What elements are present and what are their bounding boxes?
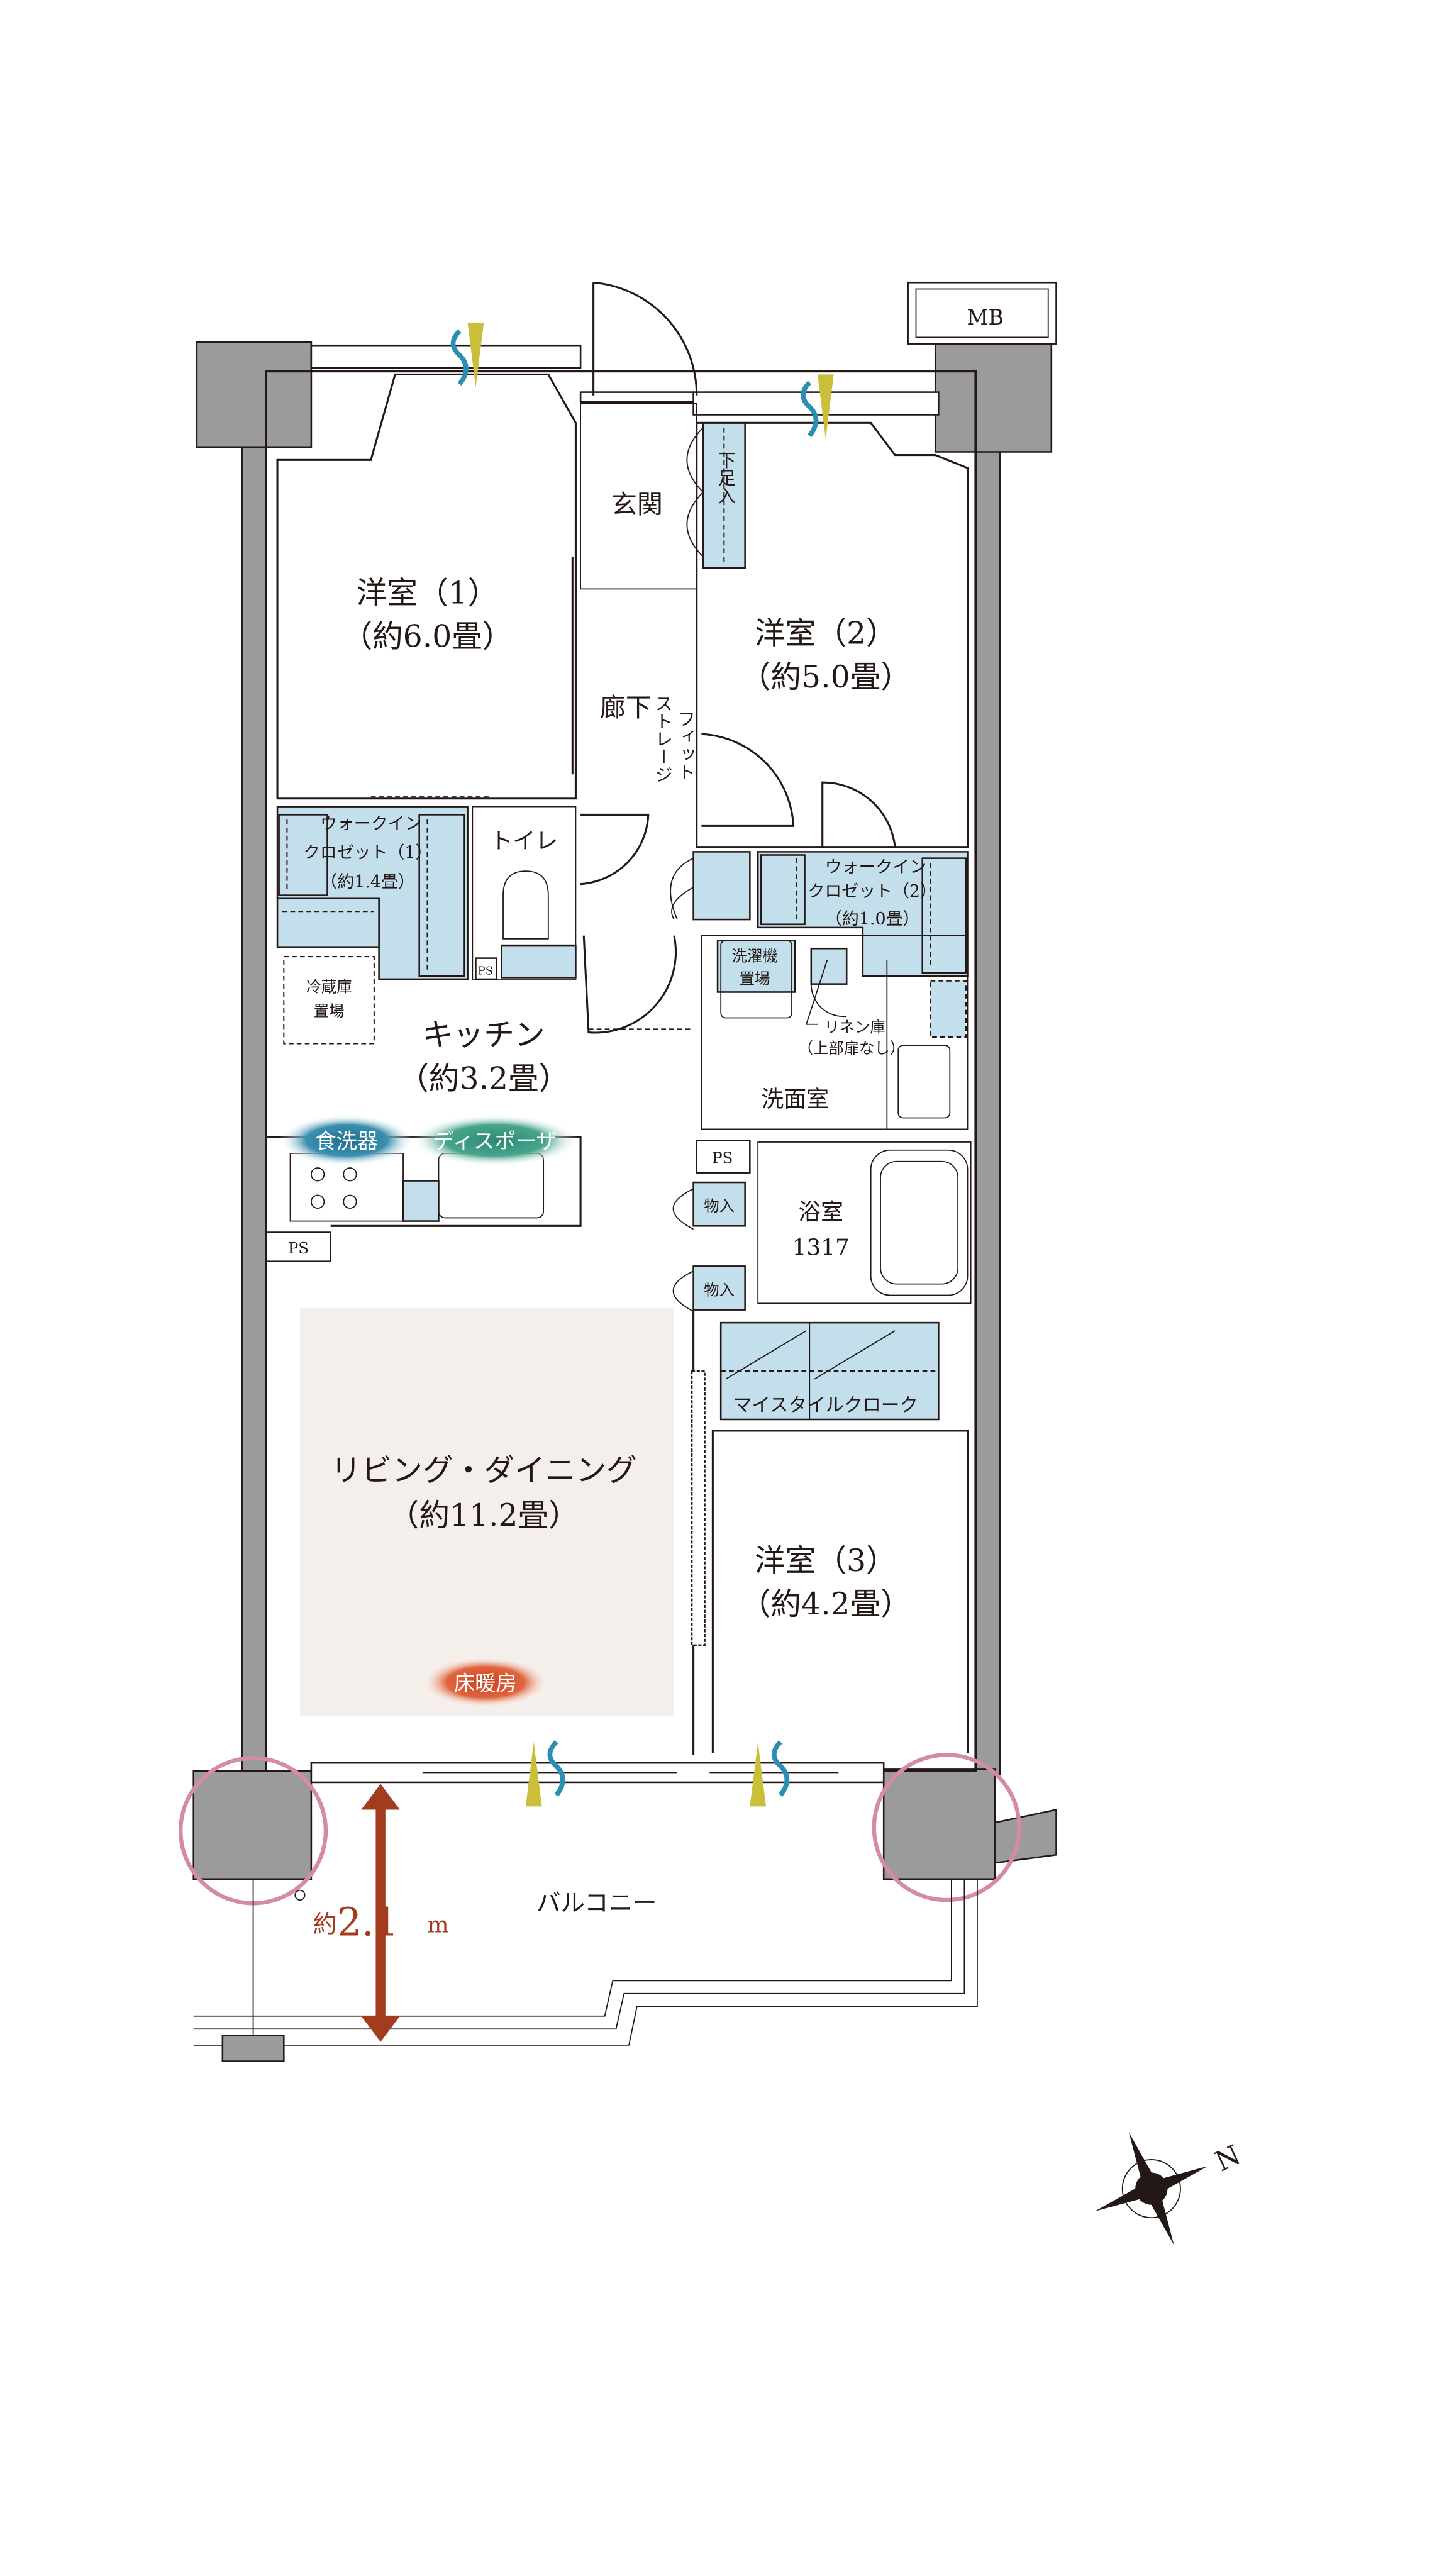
depth-value: 2.1 <box>337 1900 399 1945</box>
room-2-name: 洋室（2） <box>755 616 897 652</box>
floor-heating-badge <box>421 1656 550 1708</box>
fit-storage-line1: フィット <box>675 710 696 781</box>
balcony-label: バルコニー <box>536 1889 657 1918</box>
bath-name: 浴室 <box>798 1199 843 1225</box>
storage-label-1: 物入 <box>704 1197 735 1215</box>
disposer-badge <box>411 1114 579 1167</box>
fit-storage-line2: ストレージ <box>652 694 673 783</box>
disposer-label: ディスポーザ <box>433 1129 557 1153</box>
dishwasher-badge <box>279 1114 414 1167</box>
entrance-door[interactable] <box>592 281 698 396</box>
entrance-label: 玄関 <box>611 489 663 519</box>
wic1-size: （約1.4畳） <box>320 872 414 892</box>
pillar-top-right <box>934 343 1053 453</box>
living-size: （約11.2畳） <box>389 1498 579 1533</box>
linen-note: （上部扉なし） <box>798 1039 905 1057</box>
bathroom: 浴室 1317 <box>757 1141 972 1304</box>
wic2-line1: ウォークイン <box>825 858 926 877</box>
fridge-label-2: 置場 <box>314 1002 345 1020</box>
hallway-label: 廊下 <box>600 692 652 723</box>
dishwasher-label: 食洗器 <box>315 1129 378 1153</box>
living-dining: リビング・ダイニング （約11.2畳） 床暖房 <box>299 1308 706 1755</box>
wic2-line2: クロゼット（2） <box>808 882 936 901</box>
washer-label-2: 置場 <box>740 970 770 988</box>
room-western-1: 洋室（1） （約6.0畳） <box>276 373 577 800</box>
mb-label: MB <box>967 305 1004 330</box>
kitchen: 冷蔵庫 置場 キッチン （約3.2畳） 食洗器 ディスポーザ PS <box>265 956 582 1262</box>
toilet-ps-label: PS <box>478 964 493 977</box>
bath-size: 1317 <box>792 1235 850 1260</box>
wic1-line2: クロゼット（1） <box>303 843 432 863</box>
floor-heating-label: 床暖房 <box>454 1671 517 1696</box>
my-style-cloak: マイスタイルクローク <box>719 1321 940 1421</box>
compass-icon: N <box>1095 2132 1246 2245</box>
walk-in-closet-2: ウォークイン クロゼット（2） （約1.0畳） <box>757 851 969 977</box>
washroom: 洗濯機 置場 リネン庫 （上部扉なし） 洗面室 <box>701 935 969 1130</box>
room-western-3: 洋室（3） （約4.2畳） <box>711 1430 969 1753</box>
room-1-name: 洋室（1） <box>357 576 499 611</box>
highlight-circle-right <box>872 1753 1021 1902</box>
storage-label-2: 物入 <box>704 1281 735 1299</box>
toilet-room: トイレ PS <box>472 806 577 980</box>
ventilation-icon <box>450 323 834 1807</box>
exterior-walls <box>192 341 1057 1880</box>
entrance: 玄関 下足入 <box>580 402 746 590</box>
storage-closets: 物入 物入 <box>672 1181 746 1312</box>
balcony: バルコニー <box>178 1753 1021 2062</box>
room-2-size: （約5.0畳） <box>740 660 911 695</box>
bath-ps-label: PS <box>712 1148 733 1167</box>
toilet-label: トイレ <box>491 828 558 854</box>
walk-in-closet-1: ウォークイン クロゼット（1） （約1.4畳） <box>276 796 492 980</box>
fridge-label-1: 冷蔵庫 <box>306 977 352 996</box>
kitchen-name: キッチン <box>423 1018 545 1053</box>
my-style-cloak-label: マイスタイルクローク <box>733 1394 918 1416</box>
room-western-2: 洋室（2） （約5.0畳） <box>696 421 969 848</box>
kitchen-ps-label: PS <box>288 1239 309 1257</box>
wic1-line1: ウォークイン <box>320 814 421 833</box>
room-1-size: （約6.0畳） <box>341 619 513 655</box>
balcony-depth-arrow: 約 2.1 m <box>313 1784 449 2042</box>
pillar-bottom-right <box>882 1768 996 1880</box>
pillar-top-left <box>196 341 313 448</box>
mb-box: MB <box>907 281 1057 345</box>
shoe-box-label: 下足入 <box>715 451 736 504</box>
fit-storage-label: フィット ストレージ <box>652 694 696 783</box>
depth-unit: m <box>428 1912 449 1938</box>
living-name: リビング・ダイニング <box>331 1453 637 1488</box>
pillar-bottom-left <box>192 1770 313 1880</box>
linen-label: リネン庫 <box>824 1018 885 1036</box>
kitchen-size: （約3.2畳） <box>398 1061 569 1096</box>
washer-label-1: 洗濯機 <box>732 947 778 965</box>
room-3-size: （約4.2畳） <box>740 1587 911 1622</box>
wic2-size: （約1.0畳） <box>825 909 919 929</box>
room-3-name: 洋室（3） <box>755 1543 897 1579</box>
compass-north-label: N <box>1211 2140 1246 2178</box>
depth-prefix: 約 <box>313 1910 336 1938</box>
washroom-label: 洗面室 <box>761 1087 829 1113</box>
